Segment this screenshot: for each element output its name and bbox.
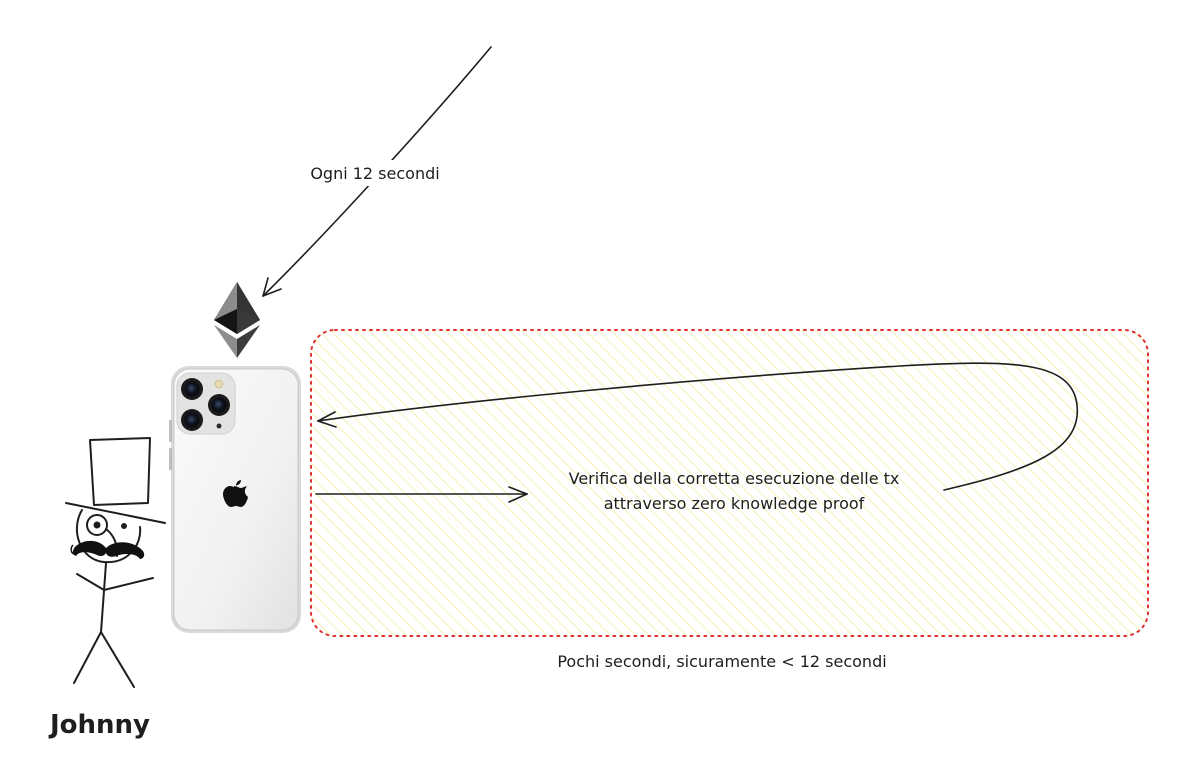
verify-label-line1: Verifica della corretta esecuzione delle… xyxy=(569,469,900,488)
response-arrow xyxy=(317,362,1079,491)
interval-label-bg xyxy=(298,160,453,186)
verification-zone xyxy=(310,329,1149,637)
request-arrow xyxy=(315,486,528,503)
apple-logo-icon xyxy=(223,480,248,507)
interval-label: Ogni 12 secondi xyxy=(310,164,439,183)
person-name-label: Johnny xyxy=(48,710,150,740)
stick-figure-icon xyxy=(65,437,166,688)
ethereum-logo-icon xyxy=(214,282,260,358)
duration-label: Pochi secondi, sicuramente < 12 secondi xyxy=(557,652,886,671)
verify-label-line2: attraverso zero knowledge proof xyxy=(604,494,865,513)
mustache-icon xyxy=(70,540,145,559)
